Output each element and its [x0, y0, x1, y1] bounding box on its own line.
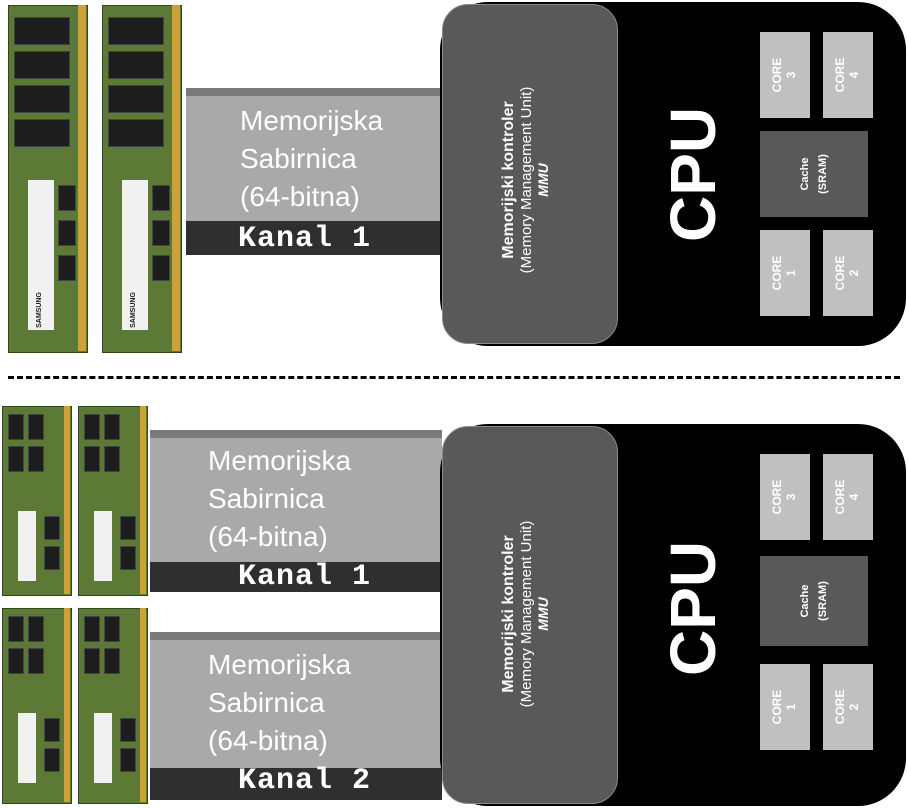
memory-bus-1-line2: Sabirnica	[208, 483, 325, 514]
channel-bar	[186, 221, 442, 255]
memory-controller-subtitle: (Memory Management Unit)	[518, 86, 535, 274]
core-4-label: CORE	[833, 479, 847, 515]
core-1-label: CORE	[770, 689, 784, 725]
channel-2-bar	[150, 768, 442, 800]
ram-module	[78, 406, 148, 596]
core-3-number: 3	[784, 493, 798, 501]
core-2-number: 2	[847, 703, 861, 711]
memory-controller	[442, 4, 618, 344]
ram-module	[2, 608, 72, 804]
memory-bus-2	[150, 640, 442, 768]
cpu-label: CPU	[657, 540, 729, 676]
bottom-diagram: Memorijska Sabirnica (64-bitna) Kanal 1 …	[0, 400, 908, 808]
core-2: CORE 2	[823, 664, 873, 750]
cache: Cache (SRAM)	[760, 556, 868, 646]
memory-controller-title: Memorijski kontroler	[500, 535, 517, 693]
core-4-number: 4	[847, 493, 861, 501]
section-divider	[8, 376, 900, 379]
memory-controller-subtitle: (Memory Management Unit)	[518, 520, 535, 708]
core-4-number: 4	[847, 71, 861, 79]
memory-bus-edge	[186, 88, 442, 96]
core-4: CORE 4	[823, 454, 873, 540]
channel-2-label: Kanal 2	[238, 764, 372, 798]
memory-controller-label: Memorijski kontroler (Memory Management …	[500, 464, 560, 764]
memory-bus-edge	[150, 632, 442, 640]
memory-controller-abbr: MMU	[535, 163, 551, 197]
memory-bus-2-line3: (64-bitna)	[208, 725, 328, 756]
core-1-label: CORE	[770, 255, 784, 291]
memory-bus-2-line1: Memorijska	[208, 649, 352, 680]
core-1-number: 1	[784, 703, 798, 711]
ram-label-sticker	[28, 180, 54, 330]
core-1-number: 1	[784, 269, 798, 277]
ram-brand-label: SAMSUNG	[130, 292, 137, 328]
core-3: CORE 3	[760, 32, 810, 118]
core-2: CORE 2	[823, 230, 873, 316]
memory-controller-title: Memorijski kontroler	[500, 101, 517, 259]
ram-module	[2, 406, 72, 596]
core-4-label: CORE	[833, 57, 847, 93]
core-3-label: CORE	[770, 57, 784, 93]
cache-label: Cache	[799, 157, 811, 191]
core-1: CORE 1	[760, 664, 810, 750]
core-2-label: CORE	[833, 689, 847, 725]
cache-label: Cache	[799, 584, 811, 618]
core-3: CORE 3	[760, 454, 810, 540]
cache-type: (SRAM)	[817, 581, 829, 621]
memory-bus-line2: Sabirnica	[240, 143, 357, 174]
memory-bus-line1: Memorijska	[240, 105, 384, 136]
channel-label: Kanal 1	[238, 222, 372, 256]
memory-bus-edge	[150, 430, 442, 438]
top-diagram: SAMSUNG SAMSUNG Memorijska Sabirnica (64…	[0, 0, 908, 360]
memory-bus-label: Memorijska Sabirnica (64-bitna)	[240, 102, 440, 216]
core-4: CORE 4	[823, 32, 873, 118]
memory-bus-2-line2: Sabirnica	[208, 687, 325, 718]
ram-label-sticker	[122, 180, 148, 330]
core-2-number: 2	[847, 269, 861, 277]
channel-1-bar	[150, 562, 442, 592]
memory-bus-1-label: Memorijska Sabirnica (64-bitna)	[208, 442, 428, 556]
memory-bus-1-line1: Memorijska	[208, 445, 352, 476]
core-1: CORE 1	[760, 230, 810, 316]
channel-1-label: Kanal 1	[238, 560, 372, 594]
memory-controller-label: Memorijski kontroler (Memory Management …	[500, 30, 560, 330]
ram-module: SAMSUNG	[8, 5, 90, 353]
ram-brand-label: SAMSUNG	[36, 292, 43, 328]
memory-bus-1	[150, 438, 442, 562]
ram-module	[78, 608, 148, 804]
cpu-label: CPU	[657, 106, 729, 242]
memory-controller	[442, 426, 618, 804]
core-3-number: 3	[784, 71, 798, 79]
memory-bus-line3: (64-bitna)	[240, 181, 360, 212]
core-3-label: CORE	[770, 479, 784, 515]
memory-bus-2-label: Memorijska Sabirnica (64-bitna)	[208, 646, 428, 760]
ram-module: SAMSUNG	[102, 5, 184, 353]
core-2-label: CORE	[833, 255, 847, 291]
memory-bus-1-line3: (64-bitna)	[208, 521, 328, 552]
memory-bus	[186, 96, 442, 221]
cache: Cache (SRAM)	[760, 131, 868, 217]
cache-type: (SRAM)	[817, 154, 829, 194]
memory-controller-abbr: MMU	[535, 597, 551, 631]
